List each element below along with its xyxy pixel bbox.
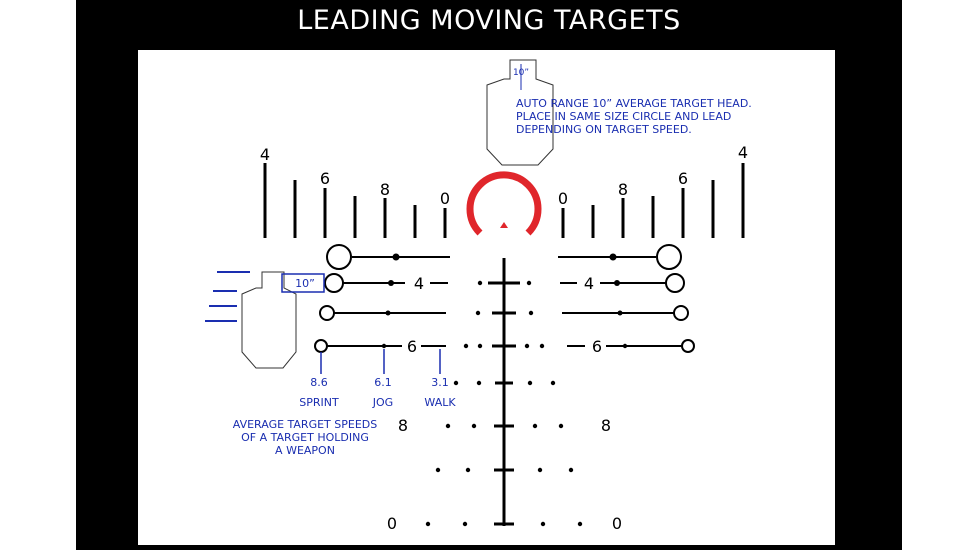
side-size-box <box>281 273 325 293</box>
head-target-silhouette <box>486 59 554 166</box>
lead-row-4-left-label: 6 <box>407 337 417 356</box>
drop-row-6 <box>445 423 564 429</box>
drop-row-8-right-label: 8 <box>601 416 611 435</box>
top-label-right-0: 0 <box>558 189 568 208</box>
center-chevron-icon <box>500 222 508 228</box>
side-size-label: 10” <box>295 277 315 290</box>
lead-row-3 <box>319 305 689 321</box>
speed-jog-value: 6.1 <box>374 376 392 389</box>
lead-row-2-right-label: 4 <box>584 274 594 293</box>
slide-title: LEADING MOVING TARGETS <box>297 5 681 36</box>
drop-row-8-left-label: 8 <box>398 416 408 435</box>
speed-walk-name: WALK <box>424 396 456 409</box>
top-label-left-4: 4 <box>260 145 270 164</box>
top-label-right-6: 6 <box>678 169 688 188</box>
speed-markers <box>320 349 441 374</box>
lead-row-2 <box>324 273 685 293</box>
top-label-left-6: 6 <box>320 169 330 188</box>
speed-sprint-name: SPRINT <box>299 396 339 409</box>
top-label-left-8: 8 <box>380 180 390 199</box>
speeds-note: AVERAGE TARGET SPEEDS OF A TARGET HOLDIN… <box>232 418 378 457</box>
top-label-right-4: 4 <box>738 143 748 162</box>
head-target-note: AUTO RANGE 10” AVERAGE TARGET HEAD. PLAC… <box>516 97 752 136</box>
speed-walk-value: 3.1 <box>431 376 449 389</box>
drop-row-7 <box>435 467 574 473</box>
drop-row-5 <box>453 380 556 386</box>
red-horseshoe-ring <box>466 171 542 236</box>
moving-target-silhouette <box>241 271 297 369</box>
top-label-left-0: 0 <box>440 189 450 208</box>
left-letterbox <box>0 0 76 550</box>
motion-lines <box>205 271 250 322</box>
top-range-ticks <box>263 163 745 238</box>
lead-row-2-left-label: 4 <box>414 274 424 293</box>
speed-jog-name: JOG <box>372 396 393 409</box>
right-letterbox <box>902 0 978 550</box>
head-size-label: 10” <box>513 68 529 78</box>
top-label-right-8: 8 <box>618 180 628 199</box>
lead-row-4 <box>314 339 695 353</box>
lead-row-4-right-label: 6 <box>592 337 602 356</box>
drop-row-0-right-label: 0 <box>612 514 622 533</box>
speed-sprint-value: 8.6 <box>310 376 328 389</box>
lead-row-1 <box>326 244 682 270</box>
drop-row-8 <box>425 521 583 527</box>
drop-row-0-left-label: 0 <box>387 514 397 533</box>
